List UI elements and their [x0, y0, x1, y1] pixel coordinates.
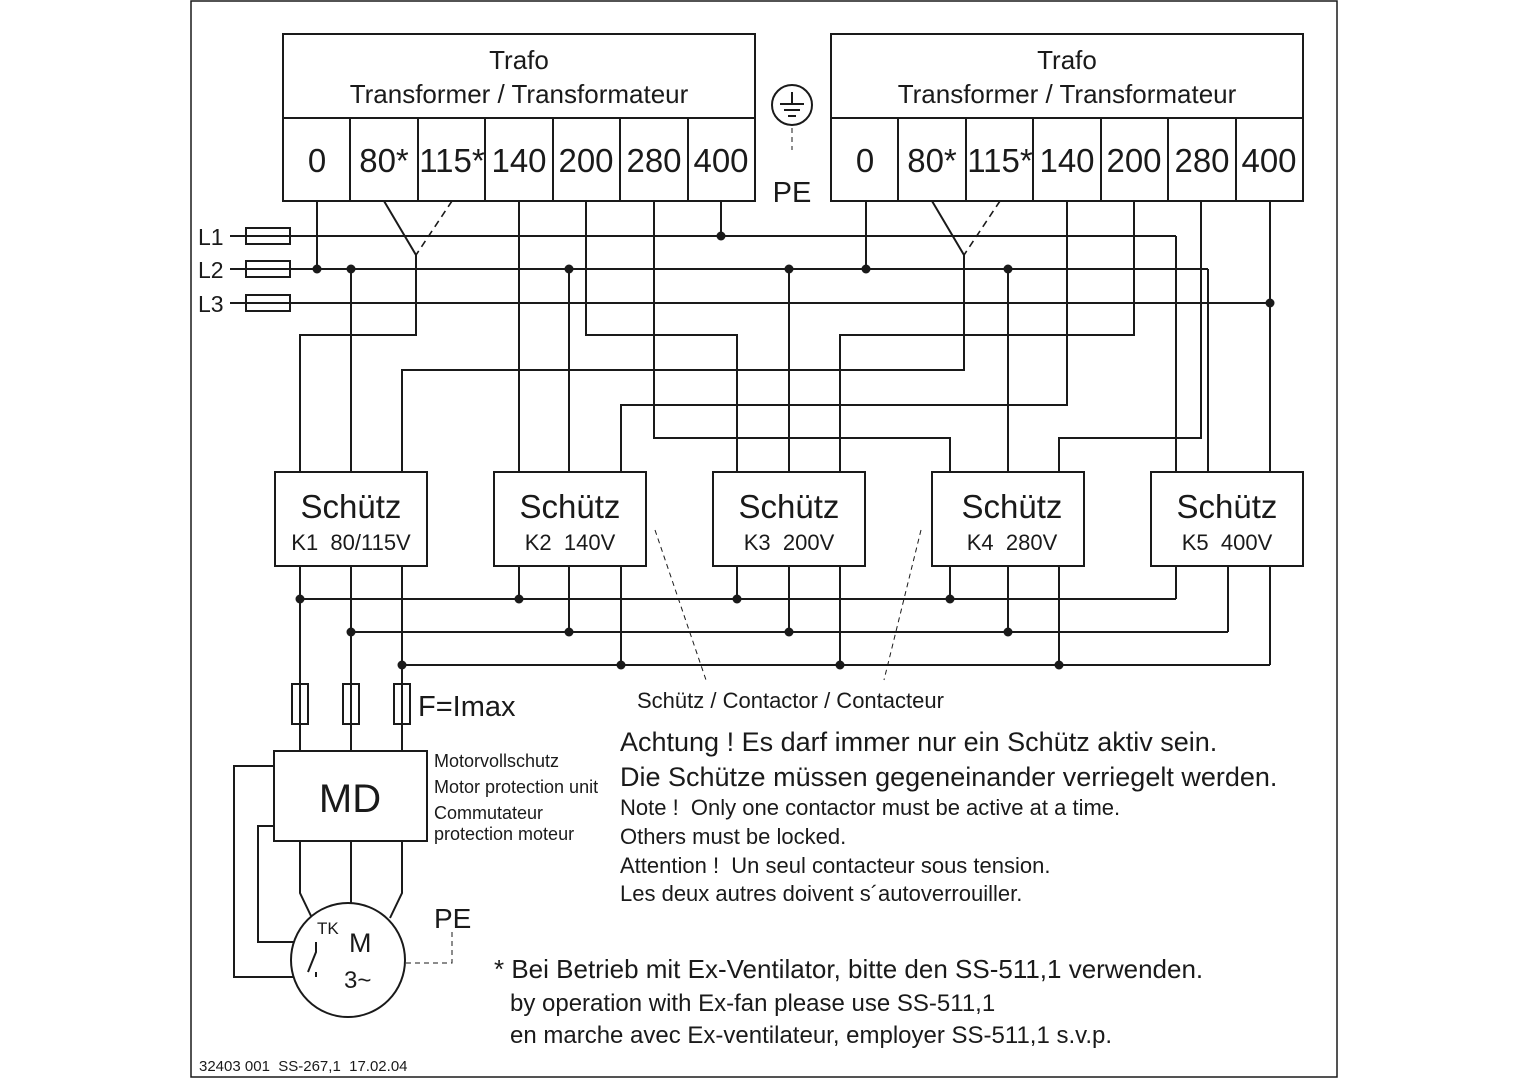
left-tap-200-wire: [585, 201, 738, 472]
supply-fuses: [245, 227, 291, 312]
transformer-left-title: Trafo: [489, 45, 549, 75]
right-tap-200-wire: [839, 201, 1135, 472]
left-tap-400: 400: [693, 142, 748, 179]
warning-fr-1: Attention ! Un seul contacteur sous tens…: [620, 853, 1050, 878]
contactor-k4: Schütz K4 280V: [931, 471, 1085, 567]
motor-label: M: [349, 928, 372, 958]
fuse-to-md-wires: [299, 724, 403, 751]
right-tap-80-wire: [401, 200, 965, 472]
right-tap-115: 115*: [967, 142, 1033, 179]
left-tap-80-wire: [299, 200, 417, 472]
md-desc-4: protection moteur: [434, 824, 574, 844]
footnote-en: by operation with Ex-fan please use SS-5…: [510, 990, 995, 1017]
right-tap-0: 0: [856, 142, 874, 179]
right-tap-280-wire: [1058, 201, 1202, 472]
transformer-left: Trafo Transformer / Transformateur 0 80*…: [282, 33, 756, 202]
motor-driver: MD: [273, 750, 428, 842]
caption-leader-right: [883, 529, 922, 681]
left-tap-0: 0: [308, 142, 326, 179]
right-tap-140-wire: [620, 201, 1068, 472]
contactor-k2: Schütz K2 140V: [493, 471, 647, 567]
warning-de-1: Achtung ! Es darf immer nur ein Schütz a…: [620, 727, 1217, 757]
right-tap-115-dashed: [963, 200, 1001, 256]
warning-fr-2: Les deux autres doivent s´autoverrouille…: [620, 881, 1022, 906]
document-ref: 32403 001 SS-267,1 17.02.04: [199, 1058, 408, 1075]
contactor-k4-label: K4 280V: [967, 530, 1058, 555]
contactor-k1-label: K1 80/115V: [291, 530, 411, 555]
md-to-motor-wires: [299, 841, 403, 919]
warning-en-2: Others must be locked.: [620, 824, 846, 849]
motor-pe-dashed: [406, 932, 453, 964]
md-desc-2: Motor protection unit: [434, 777, 598, 797]
footnote-fr: en marche avec Ex-ventilateur, employer …: [510, 1022, 1112, 1049]
right-tap-280: 280: [1174, 142, 1229, 179]
contactor-k5-label: K5 400V: [1182, 530, 1273, 555]
page-frame: [190, 0, 1338, 1078]
caption-leader-left: [654, 529, 707, 681]
contactor-k5-title: Schütz: [1177, 488, 1278, 525]
transformer-left-subtitle: Transformer / Transformateur: [350, 79, 689, 109]
thermal-loop-outer: [233, 765, 306, 978]
left-tap-115-dashed: [415, 200, 453, 256]
contactor-caption: Schütz / Contactor / Contacteur: [637, 688, 944, 713]
contactor-k3-label: K3 200V: [744, 530, 835, 555]
contactor-k1-title: Schütz: [301, 488, 402, 525]
warning-de-2: Die Schütze müssen gegeneinander verrieg…: [620, 762, 1277, 792]
transformer-right-title: Trafo: [1037, 45, 1097, 75]
right-tap-400: 400: [1241, 142, 1296, 179]
left-tap-280-wire: [653, 201, 951, 472]
motor-driver-label: MD: [319, 777, 381, 821]
right-tap-80: 80*: [907, 142, 957, 179]
earth-icon: [771, 84, 813, 126]
motor-icon: [290, 902, 406, 1018]
footnote-de: * Bei Betrieb mit Ex-Ventilator, bitte d…: [494, 954, 1203, 984]
motor-pe-label: PE: [434, 903, 471, 934]
earth-label: PE: [773, 177, 812, 209]
k4-out-wires: [949, 566, 1060, 665]
contactor-k2-title: Schütz: [520, 488, 621, 525]
left-tap-280: 280: [626, 142, 681, 179]
right-tap-200: 200: [1106, 142, 1161, 179]
md-desc-1: Motorvollschutz: [434, 751, 559, 771]
contactor-k2-label: K2 140V: [525, 530, 616, 555]
contactor-k3: Schütz K3 200V: [712, 471, 866, 567]
right-tap-140: 140: [1039, 142, 1094, 179]
k3-out-wires: [736, 566, 841, 665]
thermal-loop-inner: [257, 825, 316, 943]
fuse-label: F=Imax: [418, 691, 516, 723]
k5-out-wires: [1175, 566, 1271, 665]
left-tap-200: 200: [558, 142, 613, 179]
md-desc-3: Commutateur: [434, 803, 543, 823]
left-tap-140: 140: [491, 142, 546, 179]
transformer-right: Trafo Transformer / Transformateur 0 80*…: [830, 33, 1304, 202]
line-label-l1: L1: [198, 224, 224, 250]
junction-dots: [295, 231, 1275, 670]
k2-out-wires: [518, 566, 622, 665]
contactor-k4-title: Schütz: [962, 488, 1063, 525]
contactor-k5: Schütz K5 400V: [1150, 471, 1304, 567]
wiring: [230, 128, 1271, 978]
k1-out-wires: [299, 566, 403, 684]
motor-thermal-label: TK: [317, 919, 339, 938]
line-label-l2: L2: [198, 257, 224, 283]
contactor-k1: Schütz K1 80/115V: [274, 471, 428, 567]
warning-en-1: Note ! Only one contactor must be active…: [620, 795, 1120, 820]
left-tap-115: 115*: [419, 142, 485, 179]
transformer-right-subtitle: Transformer / Transformateur: [898, 79, 1237, 109]
motor-phase-label: 3~: [344, 967, 371, 994]
line-label-l3: L3: [198, 291, 224, 317]
thermal-contact-icon: [307, 942, 317, 977]
motor-fuses: [291, 683, 411, 725]
contactor-k3-title: Schütz: [739, 488, 840, 525]
left-tap-80: 80*: [359, 142, 409, 179]
